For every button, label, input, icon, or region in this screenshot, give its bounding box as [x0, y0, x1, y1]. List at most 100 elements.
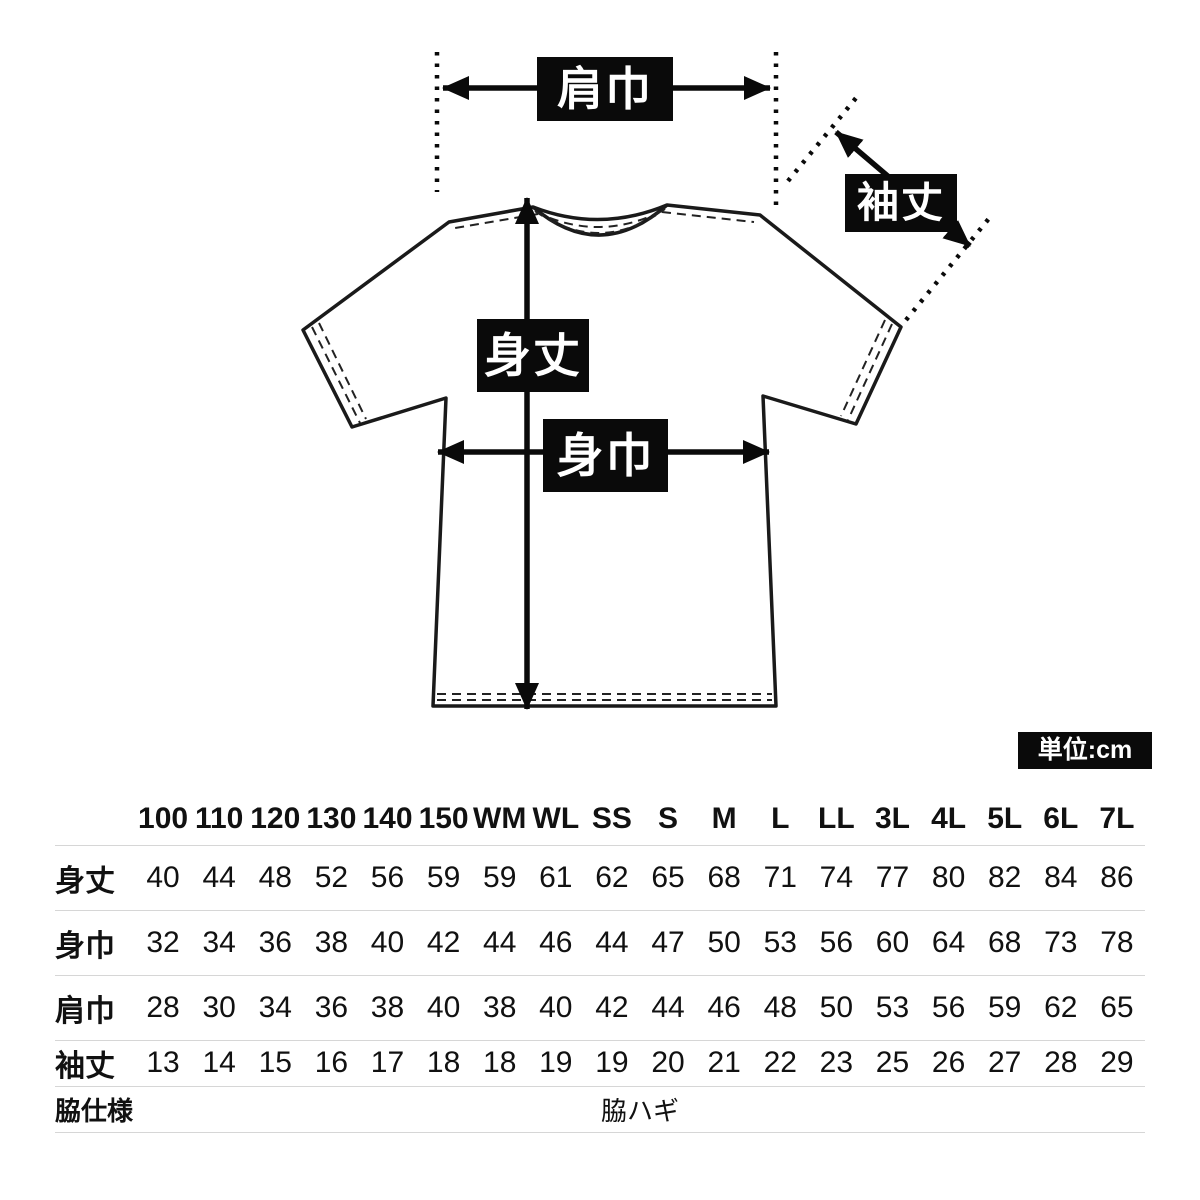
size-column-header: M [696, 793, 753, 846]
extension-lines [434, 52, 993, 322]
size-value: 78 [1088, 910, 1145, 976]
size-column-header: S [639, 793, 697, 846]
size-value: 80 [920, 845, 977, 911]
size-value: 59 [976, 975, 1033, 1041]
size-value: 38 [303, 910, 360, 976]
size-value: 71 [752, 845, 809, 911]
size-value: 48 [247, 845, 304, 911]
size-column-header: WL [527, 793, 584, 846]
size-value: 82 [976, 845, 1033, 911]
size-value: 38 [471, 975, 528, 1041]
size-value: 13 [135, 1040, 192, 1087]
size-value: 36 [247, 910, 304, 976]
size-column-header: 100 [135, 793, 192, 846]
size-value: 20 [639, 1040, 697, 1087]
shoulder-width-label: 肩巾 [537, 57, 673, 121]
size-column-header: 4L [920, 793, 977, 846]
size-value: 32 [135, 910, 192, 976]
body-length-label: 身丈 [477, 319, 589, 392]
size-column-header: 6L [1032, 793, 1089, 846]
size-value: 53 [864, 975, 921, 1041]
size-value: 50 [696, 910, 753, 976]
row-label: 肩巾 [55, 975, 135, 1041]
size-value: 62 [1032, 975, 1089, 1041]
size-value: 68 [696, 845, 753, 911]
size-value: 56 [920, 975, 977, 1041]
size-value: 42 [415, 910, 472, 976]
row-label: 身巾 [55, 910, 135, 976]
size-value: 47 [639, 910, 697, 976]
size-value: 15 [247, 1040, 304, 1087]
size-value: 16 [303, 1040, 360, 1087]
size-column-header: 140 [359, 793, 416, 846]
size-value: 86 [1088, 845, 1145, 911]
size-value: 25 [864, 1040, 921, 1087]
size-column-header: LL [808, 793, 865, 846]
side-spec-label: 脇仕様 [55, 1086, 135, 1133]
size-value: 53 [752, 910, 809, 976]
size-value: 44 [471, 910, 528, 976]
size-value: 30 [191, 975, 248, 1041]
size-value: 65 [1088, 975, 1145, 1041]
unit-badge: 単位:cm [1018, 732, 1152, 769]
size-table-foot: 脇仕様 脇ハギ [55, 1086, 1145, 1133]
size-value: 56 [359, 845, 416, 911]
size-value: 40 [415, 975, 472, 1041]
size-value: 18 [415, 1040, 472, 1087]
row-label: 袖丈 [55, 1040, 135, 1087]
size-value: 19 [527, 1040, 584, 1087]
size-column-header: 120 [247, 793, 304, 846]
body-width-label: 身巾 [543, 419, 668, 492]
side-spec-row: 脇仕様 脇ハギ [55, 1086, 1145, 1133]
size-column-header: L [752, 793, 809, 846]
size-value: 42 [583, 975, 640, 1041]
row-label: 身丈 [55, 845, 135, 911]
size-value: 84 [1032, 845, 1089, 911]
size-column-header: 130 [303, 793, 360, 846]
size-value: 73 [1032, 910, 1089, 976]
size-value: 40 [527, 975, 584, 1041]
size-value: 29 [1088, 1040, 1145, 1087]
size-column-header: 7L [1088, 793, 1145, 846]
size-value: 68 [976, 910, 1033, 976]
size-value: 22 [752, 1040, 809, 1087]
size-value: 34 [247, 975, 304, 1041]
size-value: 62 [583, 845, 640, 911]
size-value: 46 [527, 910, 584, 976]
size-value: 59 [415, 845, 472, 911]
size-value: 44 [191, 845, 248, 911]
size-value: 64 [920, 910, 977, 976]
size-value: 61 [527, 845, 584, 911]
size-column-header: 3L [864, 793, 921, 846]
size-value: 48 [752, 975, 809, 1041]
size-value: 74 [808, 845, 865, 911]
size-value: 40 [359, 910, 416, 976]
size-value: 44 [639, 975, 697, 1041]
corner-cell [55, 793, 135, 846]
size-value: 21 [696, 1040, 753, 1087]
size-value: 38 [359, 975, 416, 1041]
size-value: 19 [583, 1040, 640, 1087]
size-value: 40 [135, 845, 192, 911]
size-value: 44 [583, 910, 640, 976]
size-column-header: 5L [976, 793, 1033, 846]
size-column-header: WM [471, 793, 528, 846]
size-value: 28 [135, 975, 192, 1041]
size-column-header: 150 [415, 793, 472, 846]
size-value: 34 [191, 910, 248, 976]
size-column-header: 110 [191, 793, 248, 846]
sleeve-length-label: 袖丈 [845, 174, 957, 232]
size-value: 26 [920, 1040, 977, 1087]
size-value: 65 [639, 845, 697, 911]
stitching-seams [311, 208, 893, 701]
size-value: 28 [1032, 1040, 1089, 1087]
size-value: 46 [696, 975, 753, 1041]
